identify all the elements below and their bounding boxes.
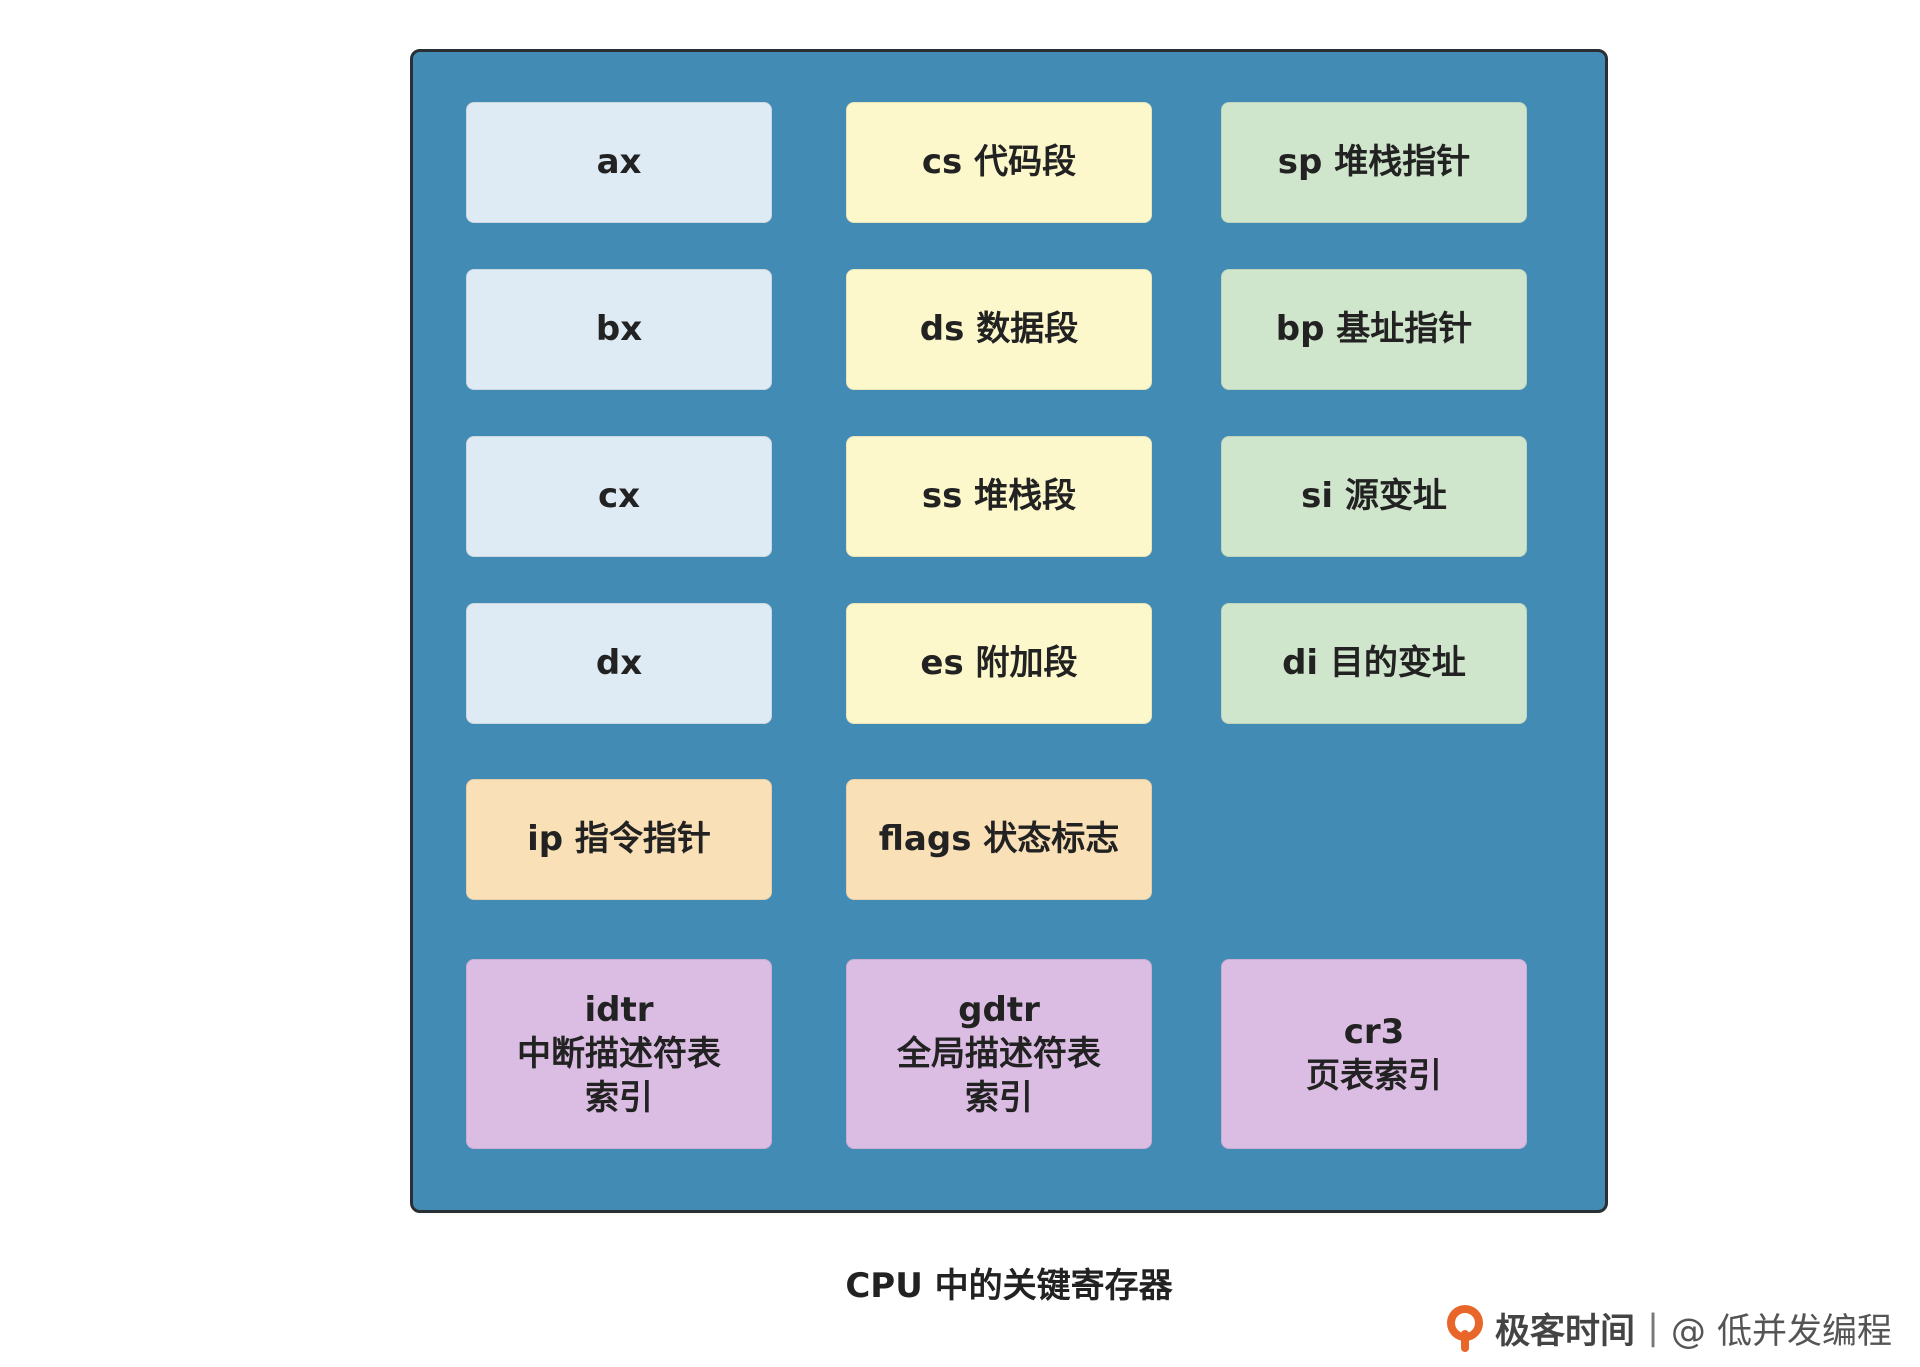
watermark-author: @ 低并发编程 [1670,1311,1892,1352]
register-gdtr: gdtr 全局描述符表 索引 [846,959,1152,1149]
diagram-caption: CPU 中的关键寄存器 [845,1266,1173,1306]
register-ax: ax [466,102,772,223]
register-bx: bx [466,269,772,390]
register-ss: ss 堆栈段 [846,436,1152,557]
register-si: si 源变址 [1221,436,1527,557]
watermark: 极客时间 | @ 低并发编程 [1443,1303,1892,1353]
register-es: es 附加段 [846,603,1152,724]
register-cr3: cr3 页表索引 [1221,959,1527,1149]
register-sp: sp 堆栈指针 [1221,102,1527,223]
register-cs: cs 代码段 [846,102,1152,223]
watermark-separator: | [1647,1308,1659,1348]
register-ds: ds 数据段 [846,269,1152,390]
register-flags: flags 状态标志 [846,779,1152,900]
register-dx: dx [466,603,772,724]
register-idtr: idtr 中断描述符表 索引 [466,959,772,1149]
watermark-brand: 极客时间 [1495,1311,1636,1352]
register-ip: ip 指令指针 [466,779,772,900]
register-cx: cx [466,436,772,557]
register-di: di 目的变址 [1221,603,1527,724]
register-bp: bp 基址指针 [1221,269,1527,390]
geektime-logo-icon [1447,1305,1484,1352]
